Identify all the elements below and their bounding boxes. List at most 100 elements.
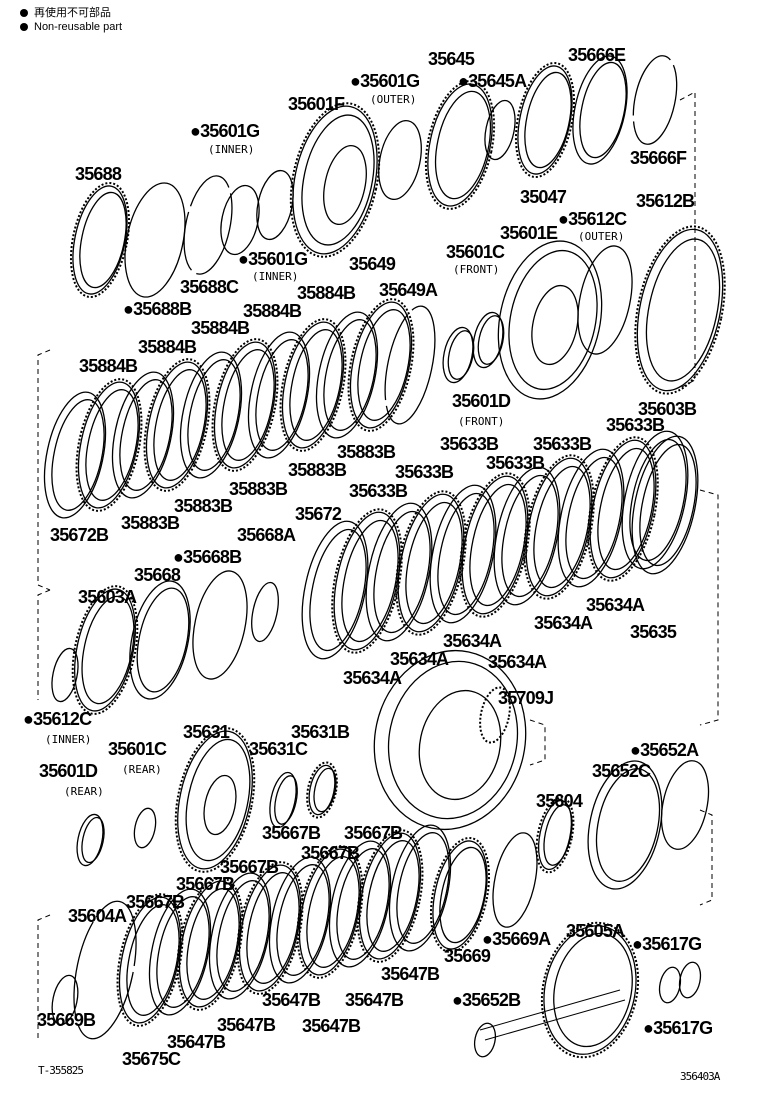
clutch-disc-35633b-35634a [621, 430, 689, 570]
part-number-label: ●35612C [558, 209, 627, 229]
clutch-disc-35633b-35634a-inner [565, 456, 623, 580]
part-number-label: ●35617G [632, 934, 702, 954]
part-number-label: 35634A [488, 652, 547, 672]
clutch-disc-35884b-35883b-inner [187, 359, 241, 471]
part-number-label: 35633B [533, 434, 592, 454]
part-number-label: 35667B [220, 857, 279, 877]
part-number-label: 35884B [243, 301, 302, 321]
seal-35652a [660, 760, 710, 850]
clutch-disc-35884b-35883b-inner [323, 319, 377, 431]
part-number-label: 35666F [630, 148, 687, 168]
part-number-label: 35883B [288, 460, 347, 480]
part-number-label: 35601D [39, 761, 98, 781]
part-number-label: ●35669A [482, 929, 551, 949]
part-number-label: 35669B [37, 1010, 96, 1030]
clutch-disc-35884b-35883b [43, 391, 107, 519]
part-number-label: ●35652B [452, 990, 521, 1010]
part-number-label: 35668A [237, 525, 296, 545]
part-number-label: 35672 [295, 504, 342, 524]
clutch-disc-35884b-35883b-teeth [347, 298, 415, 432]
seal-35669b [51, 974, 79, 1026]
seal-ring-35601g-outer [378, 120, 422, 200]
part-number-label: ●35645A [458, 71, 527, 91]
bearing-35631c [269, 771, 297, 829]
part-number-label: 35634A [390, 649, 449, 669]
race-35631b-teeth [306, 761, 338, 819]
race-35601d-rear [76, 813, 104, 867]
carrier-35631-teeth [174, 727, 256, 873]
part-number-label: 35634A [443, 631, 502, 651]
clutch-disc-35633b-35634a-inner [309, 528, 367, 652]
piston-35645-teeth [424, 80, 496, 210]
part-number-label: 35668 [134, 565, 181, 585]
part-number-label: 35667B [262, 823, 321, 843]
hub-35669-inner [439, 846, 487, 944]
drum-35601f-hub [323, 145, 367, 225]
bracket-left-1 [37, 349, 51, 591]
clutch-disc-35884b-35883b [315, 311, 379, 439]
clutch-disc-35884b-35883b-inner [289, 329, 343, 441]
part-number-label: 35883B [337, 442, 396, 462]
washer-35601c-rear [133, 807, 157, 849]
clutch-disc-35667b-35647b [208, 872, 272, 1000]
part-position-note: (INNER) [45, 733, 92, 746]
part-number-label: 35601C [108, 739, 167, 759]
clutch-disc-35667b-35647b-inner [336, 848, 390, 960]
clutch-disc-35633b-35634a [589, 439, 657, 579]
part-number-label: 35667B [301, 843, 360, 863]
clutch-disc-35667b-35647b-inner [246, 872, 300, 984]
snap-ring-35604a [73, 900, 137, 1040]
plate-35666e-inner [579, 61, 627, 159]
clutch-disc-35884b-35883b-teeth [211, 338, 279, 472]
part-position-note: (INNER) [252, 270, 299, 283]
part-number-label: 35603A [78, 587, 137, 607]
bearing-35688 [72, 185, 128, 295]
part-number-label: 35649 [349, 254, 396, 274]
shaft-35605a-line1 [479, 989, 621, 1031]
bracket-right-4 [699, 809, 713, 906]
part-number-label: 35605A [566, 921, 625, 941]
clutch-disc-35633b-35634a [493, 466, 561, 606]
clutch-disc-35633b-35634a-inner [341, 519, 399, 643]
clutch-disc-35667b-35647b [268, 856, 332, 984]
hub-35612b-teeth [634, 225, 726, 395]
spring-35604-teeth [535, 796, 575, 874]
bracket-right-2 [699, 489, 719, 726]
spring-35603a-inner [81, 595, 135, 705]
part-number-label: 35884B [79, 356, 138, 376]
clutch-disc-35884b-35883b-inner [221, 349, 275, 461]
part-number-label: 35688 [75, 164, 122, 184]
piston-35645 [427, 83, 493, 207]
piston-35645-inner [434, 90, 492, 200]
sun-gear-35605a [543, 925, 637, 1055]
seal-ring-35617g-2 [678, 961, 702, 999]
clutch-disc-35667b-35647b [388, 824, 452, 952]
clutch-disc-35667b-35647b-inner [186, 888, 240, 1000]
clutch-disc-35633b-35634a-inner [629, 438, 687, 562]
clutch-disc-35884b-35883b [213, 341, 277, 469]
bearing-35601c-front-inner [477, 315, 505, 365]
race-35631b-inner [313, 767, 337, 813]
part-number-label: ●35617G [643, 1018, 713, 1038]
bullet-icon [20, 23, 28, 31]
part-number-label: 35631C [249, 739, 308, 759]
part-number-label: 35634A [534, 613, 593, 633]
part-number-label: 35884B [191, 318, 250, 338]
race-35601d-front-inner [447, 330, 475, 380]
shaft-35605a-line2 [484, 999, 626, 1041]
drum-35709j-inner [387, 660, 519, 820]
bearing-35688-teeth [69, 181, 131, 299]
spring-35603a-teeth [71, 585, 139, 715]
clutch-disc-35884b-35883b [349, 301, 413, 429]
bracket-left-2 [37, 589, 51, 700]
part-number-label: 35601E [500, 223, 558, 243]
hub-35669 [432, 840, 488, 950]
part-position-note: (FRONT) [458, 415, 505, 428]
part-number-label: 35631 [183, 722, 230, 742]
part-position-note: (REAR) [64, 785, 104, 798]
reference-code-right: 356403A [680, 1070, 720, 1083]
race-35631b [308, 764, 336, 816]
snap-ring-35668a [251, 581, 279, 643]
part-number-label: 35601F [288, 94, 345, 114]
part-number-label: 35688C [180, 277, 239, 297]
